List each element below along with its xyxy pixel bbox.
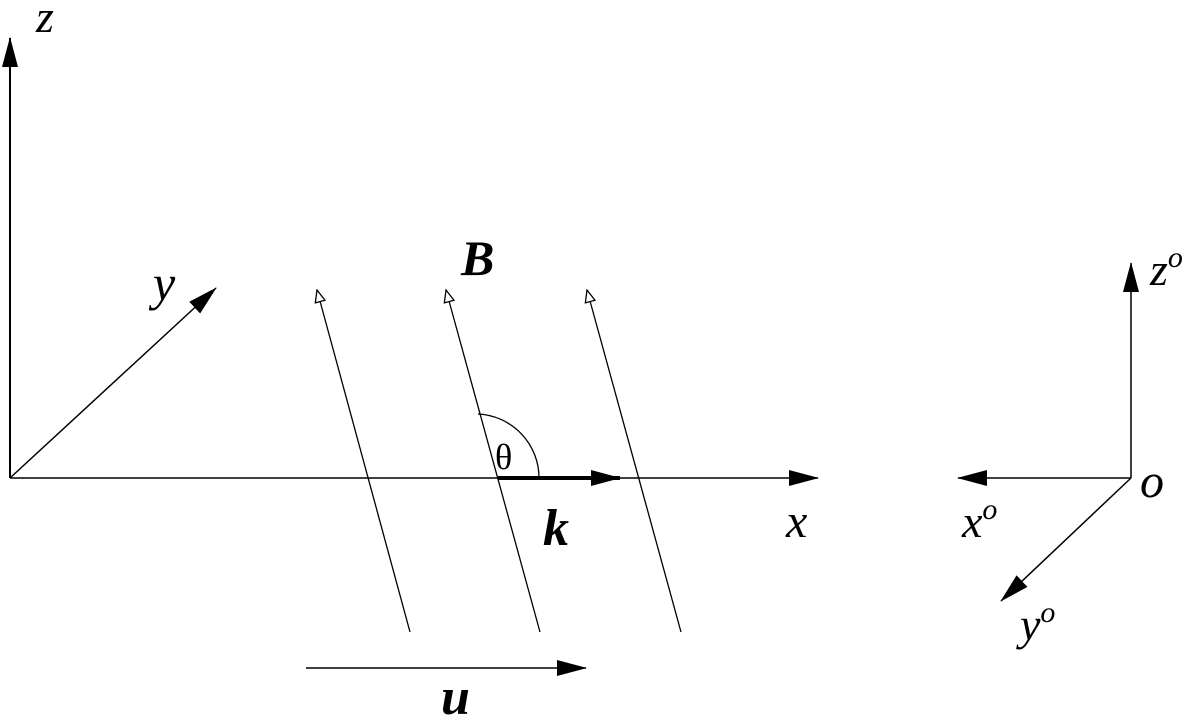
theta-arc	[477, 413, 540, 479]
y-axis	[9, 287, 217, 479]
k-vector-label: k	[543, 500, 569, 557]
z-o-axis-label: zo	[1149, 241, 1183, 295]
theta-label: θ	[495, 437, 512, 477]
b-field-line	[317, 290, 411, 633]
b-field-line	[587, 290, 682, 633]
y-o-axis	[1000, 477, 1132, 602]
y-axis-label: y	[148, 255, 176, 311]
b-field-label: B	[460, 230, 494, 286]
x-o-axis-label: xo	[961, 493, 997, 547]
u-vector-label: u	[441, 669, 470, 717]
b-field-line	[446, 290, 541, 633]
z-axis-label: z	[35, 0, 54, 42]
x-axis-label: x	[785, 495, 807, 548]
y-o-axis-label: yo	[1016, 596, 1055, 650]
origin-o-label: o	[1140, 455, 1164, 508]
